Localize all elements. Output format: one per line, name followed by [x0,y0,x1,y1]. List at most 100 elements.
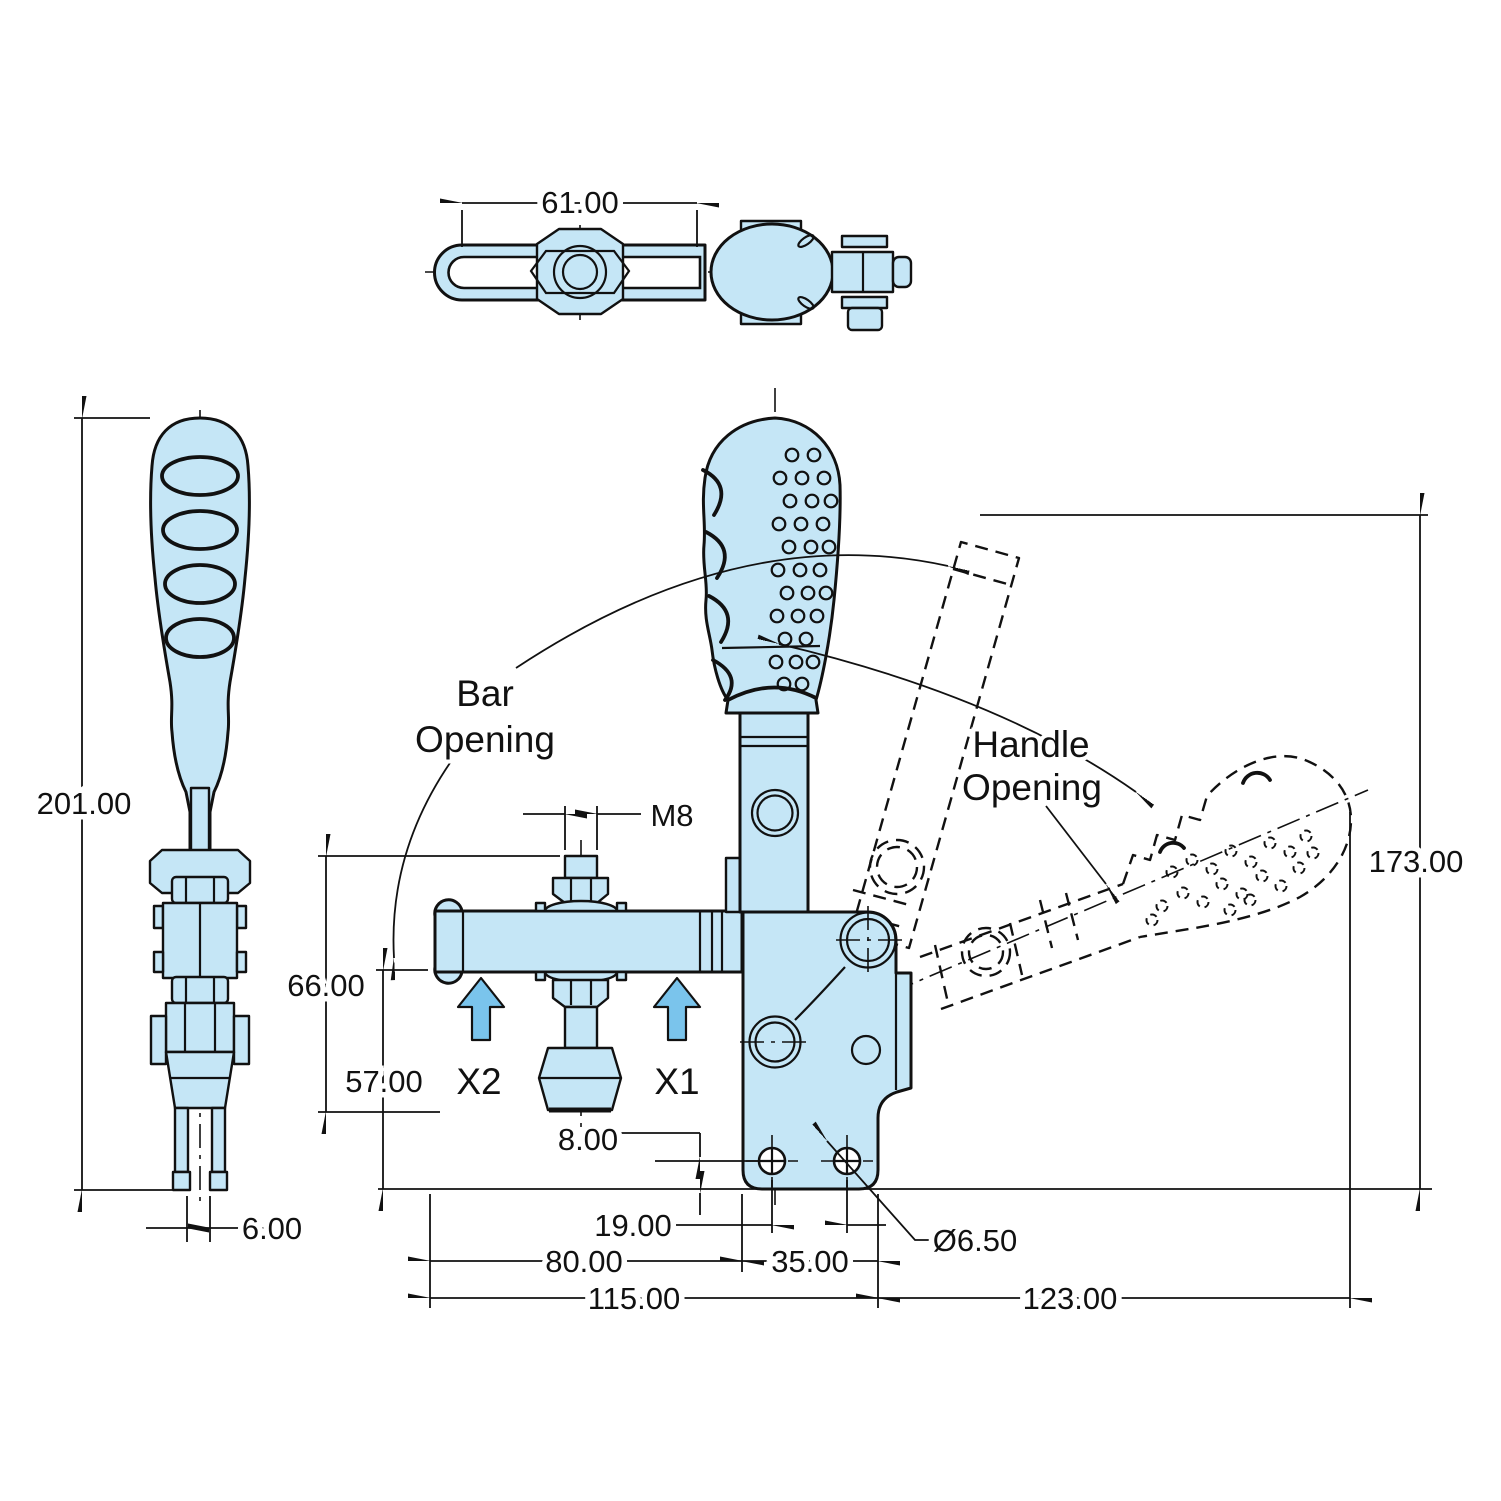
dim-text-57: 57.00 [345,1064,423,1099]
knob-dimple [818,585,834,601]
dim-bar-height: 57.00 [340,970,428,1189]
side-view-trunnion [164,1001,236,1054]
dimensions: 61.00 201.00 6.00 M8 [31,180,1469,1322]
up-arrow-icon [456,976,506,1042]
dim-text-61: 61.00 [541,185,619,220]
side-view-nut-upper [170,875,230,905]
bar-opening-arc [515,554,948,669]
dim-spindle-thread: M8 [523,793,699,850]
handle-opening-leader [1045,805,1106,884]
dim-overall-height: 201.00 [31,418,172,1190]
spindle-top-nut [551,876,610,905]
phantom-dimple [1145,913,1159,927]
phantom-dimple [1274,879,1288,893]
dim-text-hole-dia: Ø6.50 [933,1223,1017,1258]
force-arrow-x1 [652,976,702,1042]
dim-opening-height: 173.00 [980,515,1469,1189]
knob-dimple [804,493,820,509]
side-view-prong-right [208,1170,229,1192]
dim-handle-reach: 123.00 [878,812,1350,1322]
side-view-foot-cone [164,1050,236,1110]
knob-dimple [769,608,785,624]
phantom-dimple [1224,844,1238,858]
knob-dimple [790,608,806,624]
label-handle-opening-1: Handle [972,724,1089,765]
phantom-dimple [1299,829,1313,843]
spindle-shank [563,1005,599,1050]
knob-dimple [771,516,787,532]
dim-text-201: 201.00 [37,786,132,821]
dim-text-m8: M8 [650,798,693,833]
phantom-dimple [1243,893,1257,907]
phantom-handle-dimples [1145,829,1320,927]
phantom-dimple [1306,846,1320,860]
phantom-dimple [1215,877,1229,891]
dim-bar-reach: 80.00 [430,1194,742,1308]
label-handle-opening-2: Opening [962,767,1102,808]
knob-dimple [800,585,816,601]
knob-dimple [784,447,800,463]
phantom-dimple [1244,855,1258,869]
side-view [148,416,252,1192]
knob-dimple [812,562,828,578]
phantom-dimple [1283,845,1297,859]
dim-top-width: 61.00 [462,180,697,247]
spindle-lock-nut [551,978,610,1009]
knob-dimple [772,470,788,486]
phantom-dimple [1205,862,1219,876]
knob-dimple [823,493,839,509]
label-bar-opening-1: Bar [456,673,514,714]
knob-dimple [770,562,786,578]
knob-dimple [779,585,795,601]
knob-dimple [781,539,797,555]
label-bar-opening-2: Opening [415,719,555,760]
phantom-dimple [1176,886,1190,900]
label-x2: X2 [456,1061,501,1102]
top-view-handle-butt [709,222,835,322]
phantom-dimple [1196,895,1210,909]
knob-dimple [816,470,832,486]
mounting-holes [746,1135,873,1187]
dim-base-length: 115.00 [430,1276,878,1322]
side-view-prong-left [171,1170,192,1192]
knob-dimple [792,562,808,578]
knob-dimple [809,608,825,624]
side-hole [850,1034,882,1066]
front-view-spindle [534,854,628,1113]
knob-dimple [815,516,831,532]
knob-dimple [806,447,822,463]
phantom-dimple [1263,836,1277,850]
dim-text-173: 173.00 [1369,844,1464,879]
phantom-open-handle [919,755,1353,1011]
phantom-dimple [1155,899,1169,913]
dim-prong-gap: 6.00 [146,1196,308,1252]
knob-dimple [803,539,819,555]
handle-swing-arc [779,644,1136,792]
phantom-dimple [1292,861,1306,875]
phantom-dimple [1255,869,1269,883]
knob-dimple [793,516,809,532]
dim-text-6: 6.00 [242,1211,302,1246]
up-arrow-icon [652,976,702,1042]
dim-text-115: 115.00 [588,1281,681,1316]
dim-hole-offset: 8.00 [552,1117,763,1215]
label-x1: X1 [654,1061,699,1102]
top-view [433,219,913,332]
dim-text-19: 19.00 [594,1208,672,1243]
dim-spindle-height: 66.00 [282,856,560,1112]
side-view-rod [189,786,211,854]
phantom-open-positions [845,540,1353,1011]
phantom-dimple [1165,865,1179,879]
phantom-dimple [1185,853,1199,867]
side-view-nut-lower [170,975,230,1005]
top-view-screw [846,306,884,332]
annotations: Bar Opening Handle Opening X2 X1 [411,669,1106,1106]
top-view-hex-nut [529,249,631,295]
hole-dia-leader [827,1141,929,1241]
dim-text-35: 35.00 [771,1244,849,1279]
phantom-dimple [1223,903,1237,917]
knob-dimple [821,539,837,555]
top-view-nut-boss [535,227,625,316]
